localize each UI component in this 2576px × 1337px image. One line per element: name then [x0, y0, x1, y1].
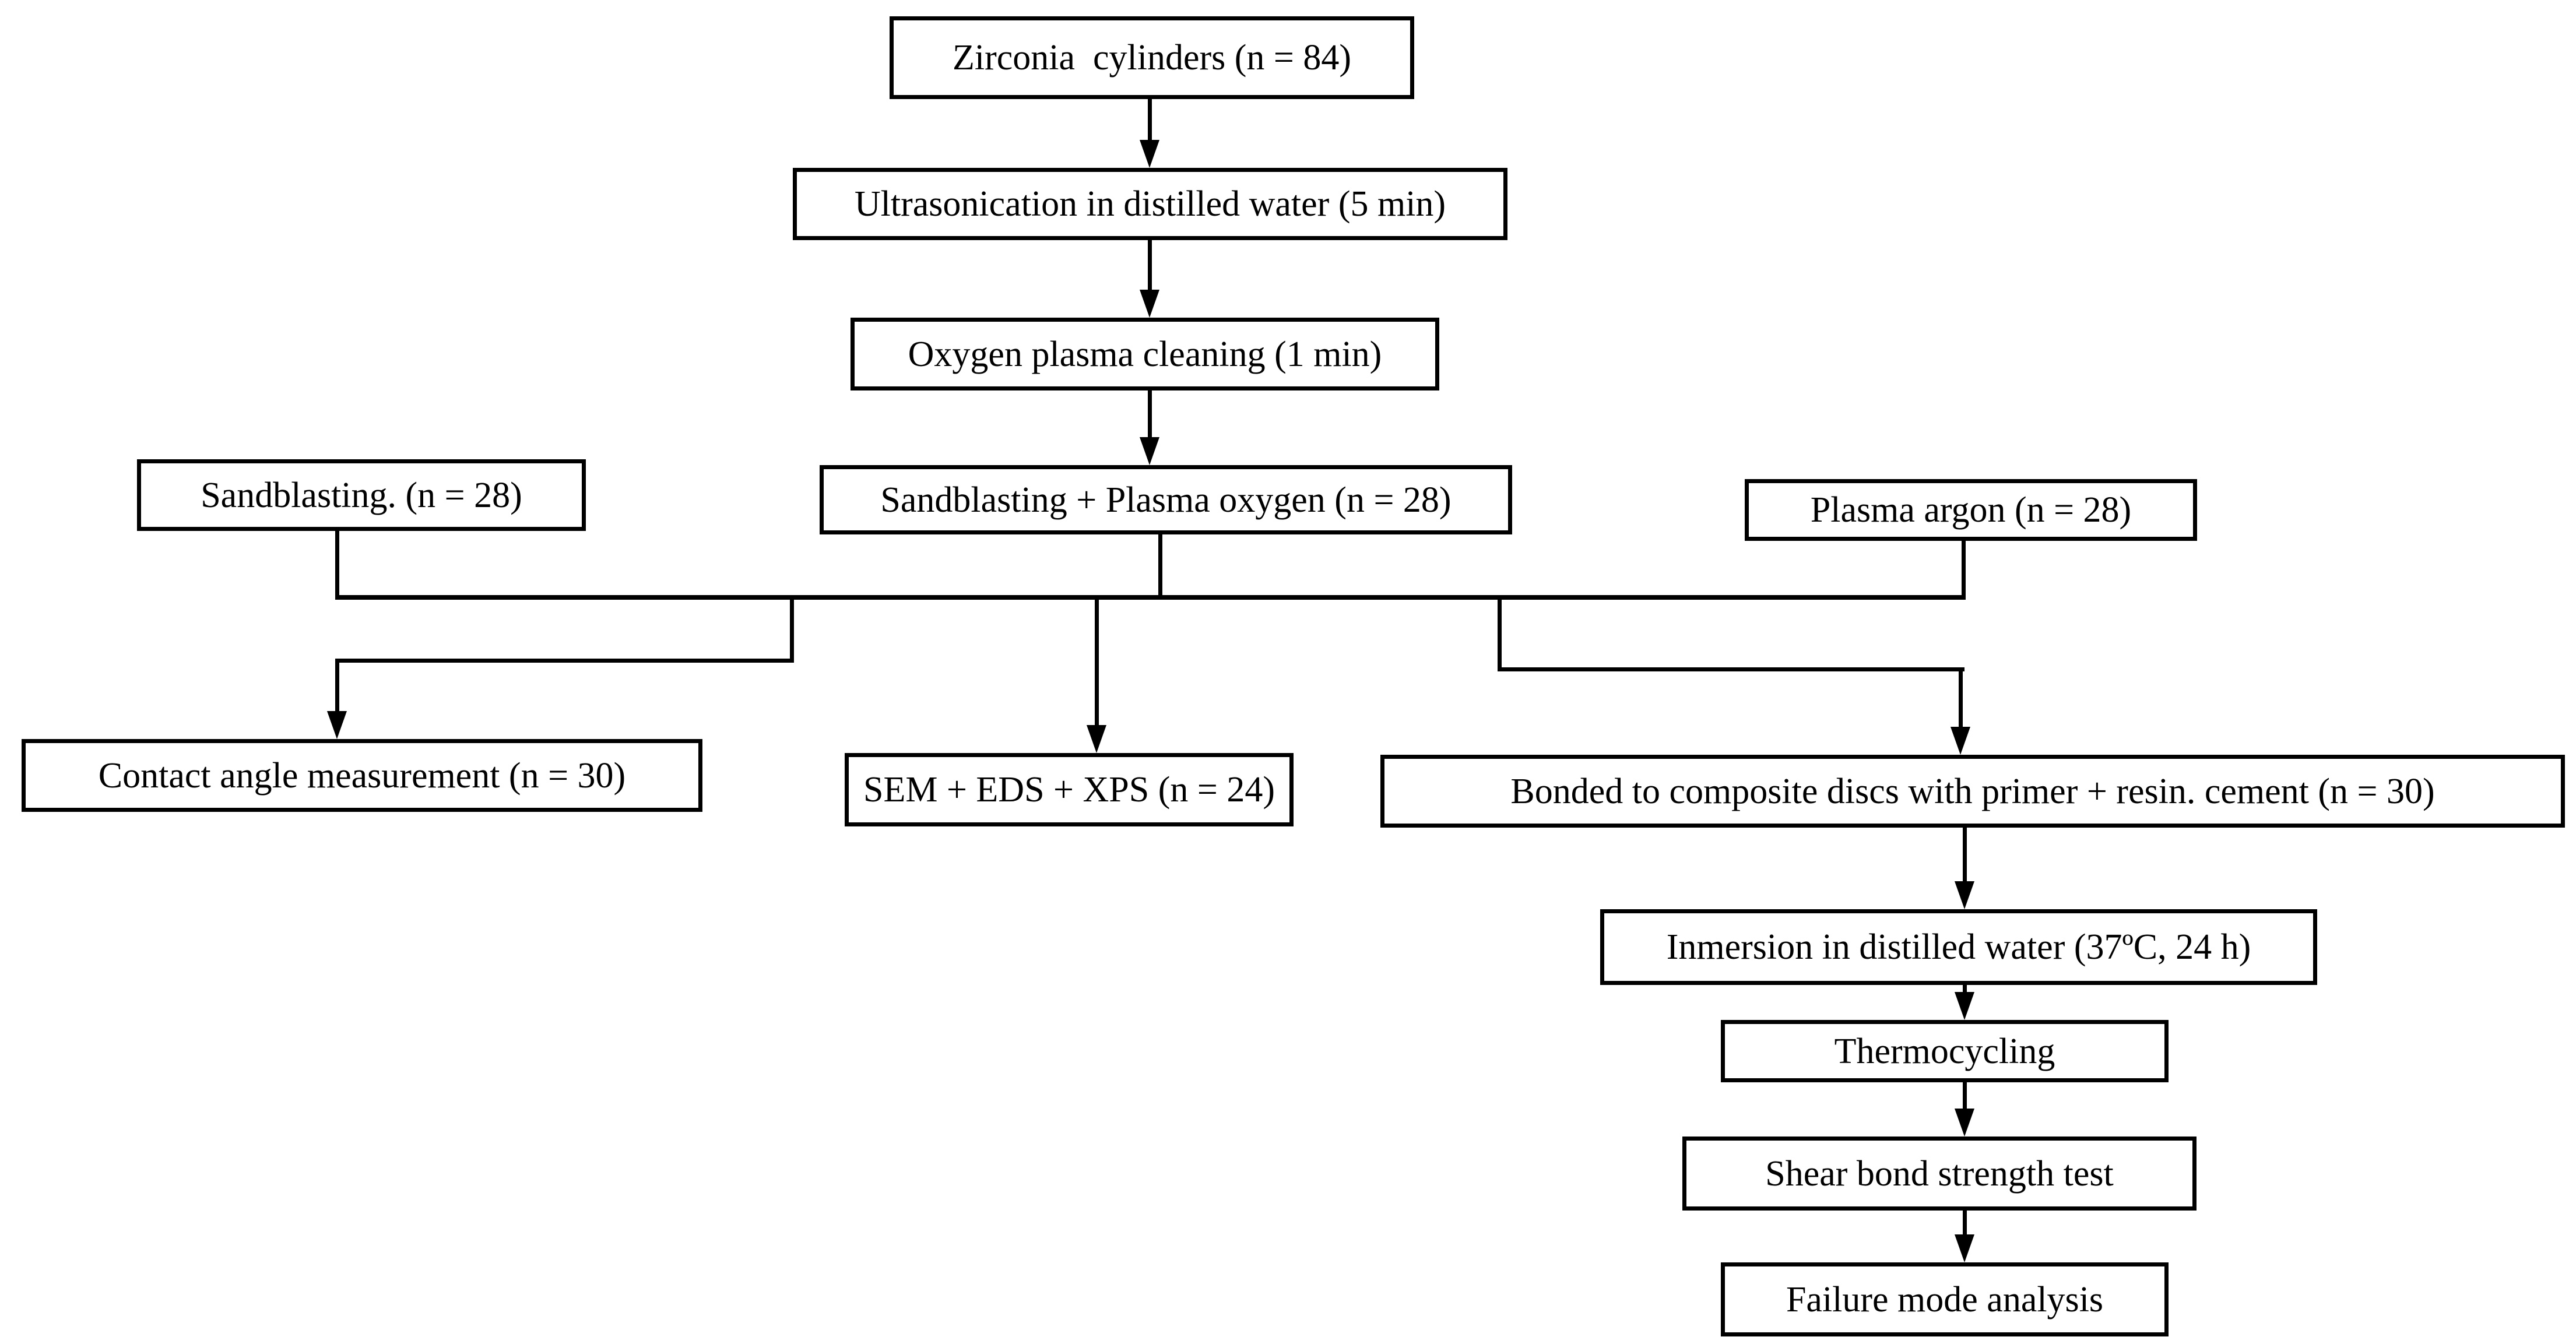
arrowhead-oxygen-plasma	[1140, 290, 1159, 318]
connector-bus-bonded-vertical	[1959, 667, 1963, 729]
node-thermocycling: Thermocycling	[1721, 1020, 2169, 1082]
node-sandblasting: Sandblasting. (n = 28)	[137, 459, 586, 531]
arrowhead-bonded	[1951, 727, 1970, 755]
node-ultrasonication: Ultrasonication in distilled water (5 mi…	[793, 168, 1507, 240]
arrowhead-sandblasting-plasma	[1140, 437, 1159, 465]
connector-sandblasting-plasma-bus	[1158, 534, 1162, 598]
connector-ultrasonication-oxygen-plasma	[1148, 240, 1152, 292]
connector-bus-contact-horizontal	[335, 659, 794, 663]
node-oxygen-plasma-cleaning: Oxygen plasma cleaning (1 min)	[851, 318, 1439, 390]
connector-bus-bonded-horizontal	[1498, 667, 1964, 671]
arrowhead-shear	[1955, 1109, 1974, 1137]
connector-inmersion-thermocycling	[1963, 985, 1967, 994]
node-failure-mode-analysis: Failure mode analysis	[1721, 1262, 2169, 1336]
connector-bus	[335, 595, 1966, 600]
arrowhead-failure	[1955, 1234, 1974, 1262]
node-inmersion-distilled-water: Inmersion in distilled water (37ºC, 24 h…	[1600, 909, 2317, 985]
node-sem-eds-xps: SEM + EDS + XPS (n = 24)	[845, 753, 1294, 826]
arrowhead-contact-angle	[327, 711, 347, 739]
arrowhead-sem	[1087, 725, 1106, 753]
node-sandblasting-plasma-oxygen: Sandblasting + Plasma oxygen (n = 28)	[820, 465, 1512, 534]
connector-bus-bonded-drop	[1498, 596, 1502, 671]
node-bonded-composite-discs: Bonded to composite discs with primer + …	[1380, 755, 2565, 828]
connector-plasma-argon-bus	[1962, 541, 1966, 598]
connector-oxygen-plasma-sandblasting-plasma	[1148, 390, 1152, 439]
connector-zirconia-ultrasonication	[1148, 99, 1152, 142]
connector-bus-sem	[1095, 596, 1099, 727]
arrowhead-inmersion	[1955, 881, 1974, 909]
arrowhead-ultrasonication	[1140, 140, 1159, 168]
arrowhead-thermocycling	[1955, 992, 1974, 1020]
node-shear-bond-strength-test: Shear bond strength test	[1682, 1137, 2197, 1211]
connector-bus-contact-drop	[790, 596, 794, 663]
connector-thermocycling-shear	[1963, 1082, 1967, 1111]
node-zirconia-cylinders: Zirconia cylinders (n = 84)	[890, 16, 1414, 99]
connector-bonded-inmersion	[1963, 828, 1967, 884]
node-contact-angle-measurement: Contact angle measurement (n = 30)	[22, 739, 702, 812]
connector-shear-failure	[1963, 1211, 1967, 1237]
connector-sandblasting-bus	[335, 531, 339, 598]
connector-bus-contact-vertical	[335, 659, 339, 713]
node-plasma-argon: Plasma argon (n = 28)	[1745, 479, 2197, 541]
